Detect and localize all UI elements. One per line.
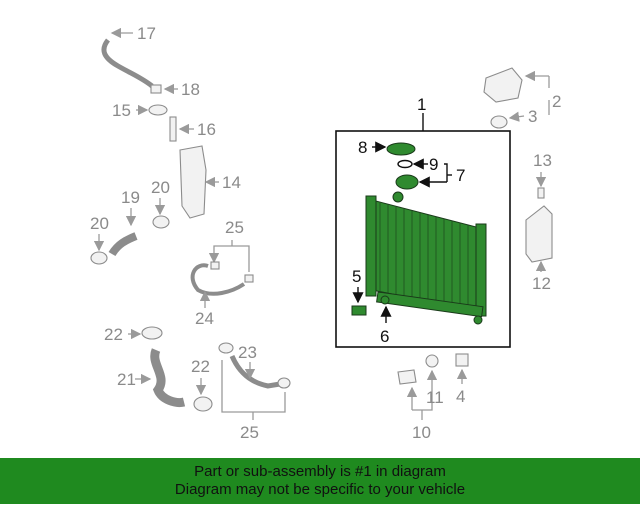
hose-clamp[interactable] xyxy=(193,396,213,412)
radiator-core[interactable] xyxy=(365,191,487,325)
callout-5[interactable]: 5 xyxy=(352,267,361,286)
banner-line-2: Diagram may not be specific to your vehi… xyxy=(174,481,466,498)
callout-25a[interactable]: 25 xyxy=(225,218,244,237)
banner-line-1: Part or sub-assembly is #1 in diagram xyxy=(194,463,446,480)
callout-20b[interactable]: 20 xyxy=(90,214,109,233)
callout-6[interactable]: 6 xyxy=(380,327,389,346)
callout-20a[interactable]: 20 xyxy=(151,178,170,197)
callout-21[interactable]: 21 xyxy=(117,370,136,389)
upper-mount-bracket[interactable] xyxy=(483,67,523,103)
overflow-hose[interactable] xyxy=(101,38,154,88)
callout-8[interactable]: 8 xyxy=(358,138,367,157)
callout-1[interactable]: 1 xyxy=(417,95,426,114)
filler-neck[interactable] xyxy=(395,174,419,190)
tank-cap[interactable] xyxy=(148,104,168,116)
callout-19[interactable]: 19 xyxy=(121,188,140,207)
callout-9[interactable]: 9 xyxy=(429,155,438,174)
overflow-tube[interactable] xyxy=(190,263,246,296)
hose-clamp[interactable] xyxy=(90,251,108,265)
sensor-o-ring[interactable] xyxy=(425,354,439,368)
callout-2[interactable]: 2 xyxy=(552,92,561,111)
lower-cushion[interactable] xyxy=(455,353,469,367)
disclaimer-banner: Part or sub-assembly is #1 in diagram Di… xyxy=(0,458,640,504)
lower-hose[interactable] xyxy=(150,348,186,407)
clip[interactable] xyxy=(244,274,254,283)
clip[interactable] xyxy=(150,84,162,94)
callout-17[interactable]: 17 xyxy=(137,24,156,43)
hose-clamp[interactable] xyxy=(152,215,170,229)
bypass-hose[interactable] xyxy=(108,232,138,257)
callout-14[interactable]: 14 xyxy=(222,173,241,192)
hose-clamp[interactable] xyxy=(277,377,291,389)
callout-15[interactable]: 15 xyxy=(112,101,131,120)
callout-4[interactable]: 4 xyxy=(456,387,465,406)
drain-plug[interactable] xyxy=(351,305,367,316)
bolt[interactable] xyxy=(537,187,545,199)
side-seal[interactable] xyxy=(525,205,553,263)
callout-13[interactable]: 13 xyxy=(533,151,552,170)
callout-24[interactable]: 24 xyxy=(195,309,214,328)
callout-25b[interactable]: 25 xyxy=(240,423,259,442)
o-ring[interactable] xyxy=(397,159,413,169)
callout-12[interactable]: 12 xyxy=(532,274,551,293)
gasket[interactable] xyxy=(380,295,390,305)
reserve-tank[interactable] xyxy=(179,145,207,219)
hose-clamp[interactable] xyxy=(218,342,234,354)
callout-22a[interactable]: 22 xyxy=(104,325,123,344)
callout-3[interactable]: 3 xyxy=(528,107,537,126)
callout-22b[interactable]: 22 xyxy=(191,357,210,376)
tank-pipe[interactable] xyxy=(169,116,177,142)
callout-10[interactable]: 10 xyxy=(412,423,431,442)
callout-7[interactable]: 7 xyxy=(456,166,465,185)
radiator-cap[interactable] xyxy=(386,142,416,156)
callout-11[interactable]: 11 xyxy=(426,388,444,407)
mount-cushion[interactable] xyxy=(490,115,508,129)
clip[interactable] xyxy=(210,261,220,270)
callout-23[interactable]: 23 xyxy=(238,343,257,362)
hose-clamp[interactable] xyxy=(141,326,163,340)
temperature-sensor[interactable] xyxy=(397,369,417,385)
callout-16[interactable]: 16 xyxy=(197,120,216,139)
callout-18[interactable]: 18 xyxy=(181,80,200,99)
